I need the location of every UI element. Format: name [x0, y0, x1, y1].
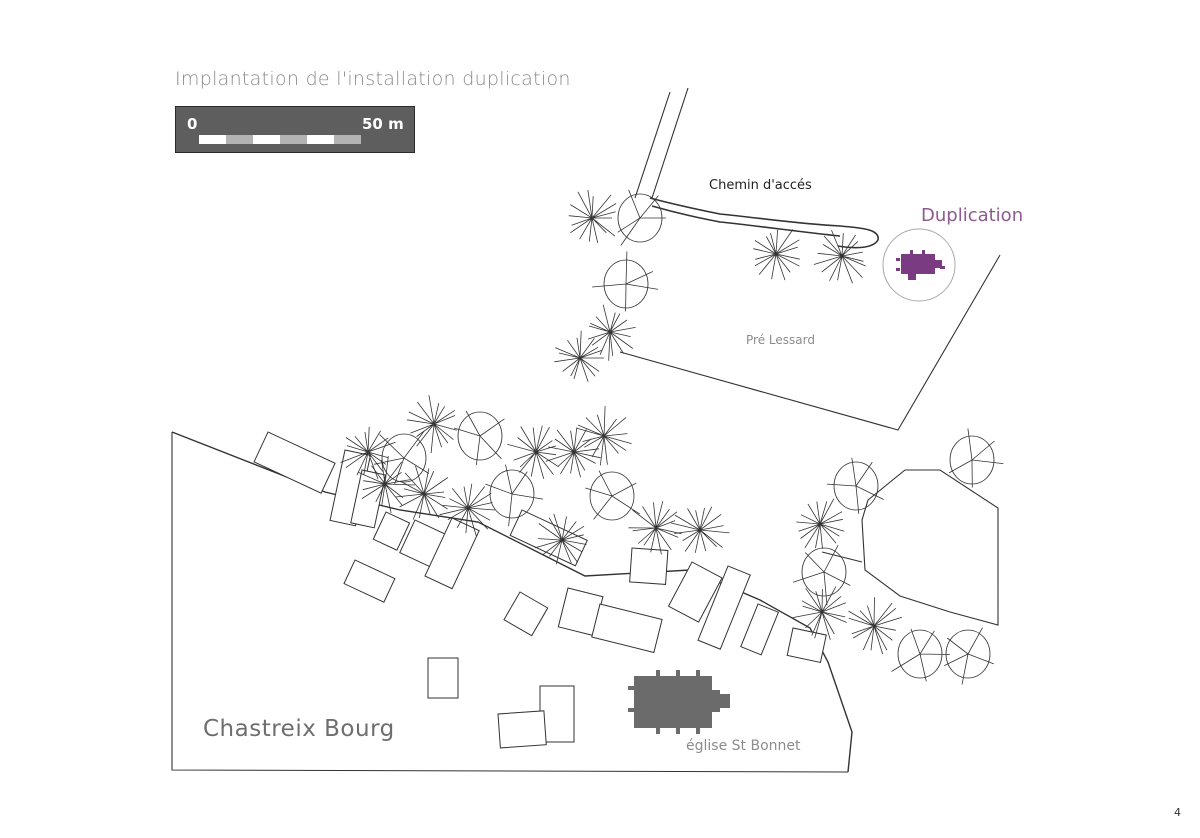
- meadow-boundary: [619, 254, 1001, 431]
- building: [372, 511, 411, 551]
- tree-icon: [340, 426, 396, 480]
- tree-icon: [439, 483, 496, 537]
- tree-icon: [545, 427, 601, 478]
- access-path: [649, 197, 879, 249]
- tree-icon: [585, 470, 640, 521]
- tree-icon: [826, 457, 884, 514]
- tree-icon: [617, 189, 666, 246]
- buildings: [253, 431, 827, 749]
- tree-icon: [554, 330, 604, 382]
- building: [740, 603, 780, 656]
- tree-icon: [592, 251, 659, 312]
- tree-icon: [891, 628, 950, 682]
- building: [667, 561, 723, 623]
- tree-icon: [568, 190, 617, 243]
- tree-icon: [587, 304, 636, 361]
- building: [427, 657, 459, 699]
- tree-icon: [507, 425, 560, 480]
- tree-icon: [848, 597, 903, 655]
- tree-icon: [395, 465, 449, 520]
- village-boundary: [171, 432, 849, 773]
- building: [253, 431, 336, 494]
- church-footprint: [628, 670, 730, 734]
- tree-icon: [628, 501, 682, 555]
- building: [350, 469, 387, 529]
- building: [343, 559, 396, 603]
- scale-end-label: 50 m: [362, 115, 404, 133]
- tree-icon: [453, 410, 505, 466]
- building: [497, 710, 547, 749]
- scale-segment: [307, 135, 334, 144]
- tree-icon: [485, 464, 544, 527]
- scale-segment: [199, 135, 226, 144]
- north-access-road: [634, 87, 689, 199]
- building: [509, 509, 588, 567]
- page-number: 4: [1174, 806, 1181, 819]
- scale-segment: [334, 135, 361, 144]
- building: [503, 591, 549, 637]
- access-path-label: Chemin d'accés: [709, 178, 812, 193]
- duplication-installation: [882, 228, 956, 302]
- duplication-label: Duplication: [921, 205, 1024, 226]
- tree-icon: [534, 513, 587, 565]
- church-label: église St Bonnet: [686, 738, 801, 754]
- building: [629, 547, 669, 585]
- scale-bar: 0 50 m: [175, 106, 415, 153]
- tree-icon: [671, 506, 730, 553]
- map-title: Implantation de l'installation duplicati…: [175, 68, 571, 90]
- tree-icon: [792, 545, 851, 606]
- tree-icon: [357, 456, 415, 514]
- east-path-link: [821, 551, 863, 563]
- building: [786, 627, 827, 664]
- building: [591, 603, 663, 654]
- tree-icon: [406, 395, 458, 454]
- scale-segment: [253, 135, 280, 144]
- trees: [340, 189, 1004, 685]
- scale-segment: [280, 135, 307, 144]
- tree-icon: [796, 498, 845, 549]
- meadow-label: Pré Lessard: [746, 333, 815, 347]
- tree-icon: [374, 431, 430, 485]
- scale-segment: [226, 135, 253, 144]
- tree-icon: [948, 428, 1004, 488]
- building: [697, 565, 751, 650]
- east-loop-path: [861, 469, 999, 626]
- tree-icon: [792, 586, 847, 640]
- building: [424, 517, 480, 590]
- tree-icon: [944, 627, 994, 685]
- tree-icon: [813, 229, 866, 284]
- tree-icon: [753, 229, 800, 281]
- tree-icon: [576, 406, 632, 466]
- village-label: Chastreix Bourg: [203, 716, 395, 742]
- scale-start-label: 0: [187, 115, 198, 133]
